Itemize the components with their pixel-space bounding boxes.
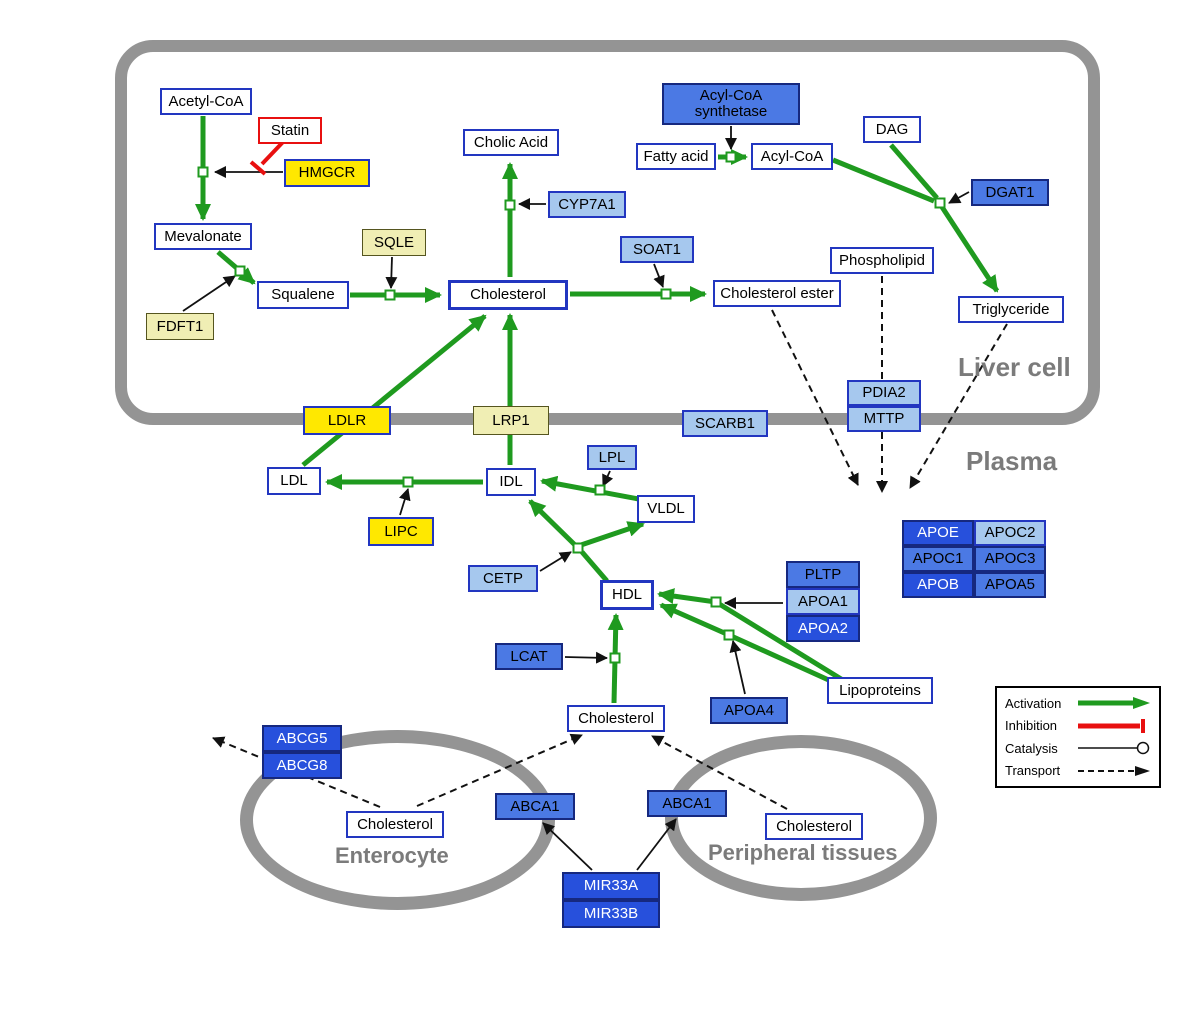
- legend-transport-row: Transport: [1005, 762, 1151, 780]
- catalysis-apoa4: [729, 640, 746, 695]
- node-acyl-coa-synthetase: Acyl-CoA synthetase: [662, 83, 800, 125]
- node-apoc3: APOC3: [974, 546, 1046, 572]
- node-vldl: VLDL: [637, 495, 695, 523]
- edge-mir33-abca1-left: [542, 822, 593, 871]
- catalysis-lipc: [399, 488, 411, 516]
- edge-dag-junction: [889, 143, 939, 200]
- node-apoa1: APOA1: [786, 588, 860, 615]
- node-apoc1: APOC1: [902, 546, 974, 572]
- catalysis-lpl: [602, 470, 614, 487]
- activation-arrow-icon: [1078, 697, 1150, 709]
- node-abcg8: ABCG8: [262, 752, 342, 779]
- node-apoe: APOE: [902, 520, 974, 546]
- edge-mir33-abca1-right: [636, 818, 677, 871]
- inhibition-statin-line: [260, 140, 285, 166]
- node-mir33b: MIR33B: [562, 900, 660, 928]
- node-fdft1: FDFT1: [146, 313, 214, 340]
- node-sqle: SQLE: [362, 229, 426, 256]
- node-apoa4: APOA4: [710, 697, 788, 724]
- transport-peripheral-plasma: [651, 735, 788, 810]
- legend-catalysis-label: Catalysis: [1005, 740, 1058, 756]
- node-abca1-left: ABCA1: [495, 793, 575, 820]
- node-apob: APOB: [902, 572, 974, 598]
- node-cholesterol-ester: Cholesterol ester: [713, 280, 841, 307]
- catalysis-dgat1: [948, 191, 970, 204]
- edge-hdl-cetpnode: [580, 550, 609, 583]
- legend-inhibition-label: Inhibition: [1005, 718, 1058, 734]
- node-dag: DAG: [863, 116, 921, 143]
- catalysis-fdft1: [182, 275, 236, 312]
- legend: Activation Inhibition Catalysis Transpor…: [995, 686, 1161, 788]
- edge-cetpnode-vldl: [580, 521, 645, 548]
- inhibition-statin-bar: [249, 160, 267, 176]
- node-lcat: LCAT: [495, 643, 563, 670]
- node-cholesterol-plasma: Cholesterol: [567, 705, 665, 732]
- node-lipoproteins: Lipoproteins: [827, 677, 933, 704]
- liver-cell-label: Liver cell: [958, 352, 1071, 382]
- node-lipc: LIPC: [368, 517, 434, 546]
- legend-inhibition-row: Inhibition: [1005, 717, 1151, 735]
- edge-ldl-cholesterol: [301, 314, 487, 467]
- transport-arrow-icon: [1078, 765, 1150, 776]
- node-lrp1: LRP1: [473, 406, 549, 435]
- node-squalene: Squalene: [257, 281, 349, 309]
- legend-catalysis-row: Catalysis: [1005, 739, 1151, 757]
- node-hmgcr: HMGCR: [284, 159, 370, 187]
- legend-activation-label: Activation: [1005, 695, 1062, 711]
- node-apoa2: APOA2: [786, 615, 860, 642]
- catalysis-sqle: [385, 256, 398, 289]
- transport-triglyceride: [909, 323, 1008, 489]
- node-scarb1: SCARB1: [682, 410, 768, 437]
- node-apoa5: APOA5: [974, 572, 1046, 598]
- peripheral-tissues-label: Peripheral tissues: [708, 840, 898, 865]
- edge-vldl-idl: [540, 475, 645, 503]
- node-pdia2: PDIA2: [847, 380, 921, 406]
- node-mir33a: MIR33A: [562, 872, 660, 900]
- inhibition-bar-icon: [1078, 718, 1145, 733]
- node-apoc2: APOC2: [974, 520, 1046, 546]
- node-cholic-acid: Cholic Acid: [463, 129, 559, 156]
- catalysis-circle-icon: [1078, 742, 1150, 755]
- plasma-label: Plasma: [966, 446, 1058, 476]
- node-ldlr: LDLR: [303, 406, 391, 435]
- enterocyte-label: Enterocyte: [335, 843, 449, 868]
- node-mttp: MTTP: [847, 406, 921, 432]
- edge-cetpnode-idl: [528, 499, 577, 547]
- node-dgat1: DGAT1: [971, 179, 1049, 206]
- node-mevalonate: Mevalonate: [154, 223, 252, 250]
- node-acetyl-coa: Acetyl-CoA: [160, 88, 252, 115]
- catalysis-lcat: [564, 651, 608, 664]
- transport-enterocyte-plasma: [416, 733, 583, 807]
- node-soat1: SOAT1: [620, 236, 694, 263]
- node-statin: Statin: [258, 117, 322, 144]
- node-fatty-acid: Fatty acid: [636, 143, 716, 170]
- edge-acylcoa-junction: [832, 157, 935, 204]
- node-abcg5: ABCG5: [262, 725, 342, 752]
- catalysis-soat1: [653, 263, 665, 288]
- node-hdl: HDL: [600, 580, 654, 610]
- node-acyl-coa: Acyl-CoA: [751, 143, 833, 170]
- node-cetp: CETP: [468, 565, 538, 592]
- node-phospholipid: Phospholipid: [830, 247, 934, 274]
- legend-activation-row: Activation: [1005, 694, 1151, 712]
- reaction-squares: [197, 151, 946, 664]
- node-idl: IDL: [486, 468, 536, 496]
- node-cholesterol-enterocyte: Cholesterol: [346, 811, 444, 838]
- node-abca1-right: ABCA1: [647, 790, 727, 817]
- node-cholesterol-peripheral: Cholesterol: [765, 813, 863, 840]
- edge-junction-triglyceride: [939, 205, 1000, 293]
- catalysis-cetp: [539, 551, 572, 572]
- node-ldl: LDL: [267, 467, 321, 495]
- node-cholesterol-liver: Cholesterol: [448, 280, 568, 310]
- transport-cholesterolester: [771, 309, 859, 486]
- node-lpl: LPL: [587, 445, 637, 470]
- legend-transport-label: Transport: [1005, 763, 1061, 779]
- node-pltp: PLTP: [786, 561, 860, 588]
- node-triglyceride: Triglyceride: [958, 296, 1064, 323]
- node-cyp7a1: CYP7A1: [548, 191, 626, 218]
